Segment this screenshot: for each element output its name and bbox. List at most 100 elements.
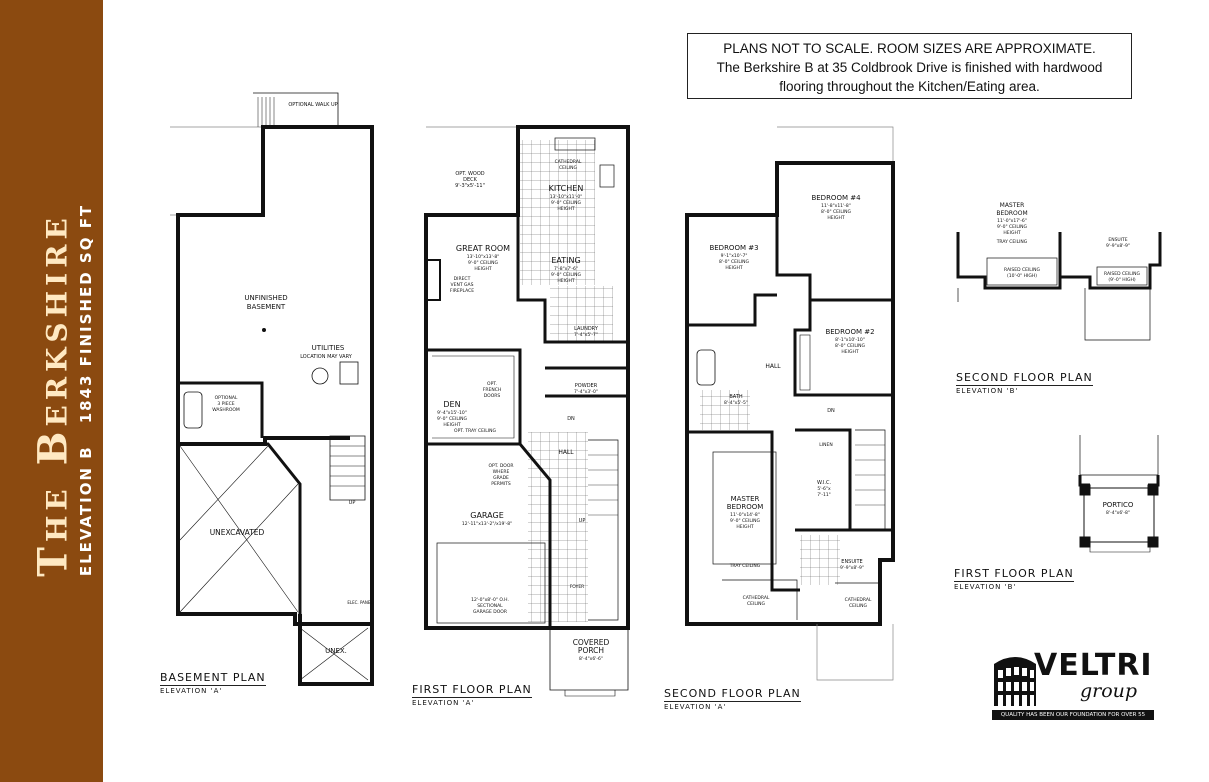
foyer-label: FOYER: [570, 584, 585, 590]
b-ensuite-label-1: ENSUITE: [1108, 237, 1127, 243]
portico-label-1: PORTICO: [1103, 501, 1134, 509]
bedroom2-label-4: HEIGHT: [841, 349, 858, 355]
opt-door-label-1: OPT. DOOR: [488, 463, 513, 469]
bedroom3-label-3: 8'-0" CEILING: [719, 259, 750, 265]
garage-label-2: 12'-11"x13'-2"/x19'-8": [462, 521, 512, 527]
cathedral-a-label-1: CATHEDRAL: [743, 595, 770, 601]
b-ensuite-label-2: 9'-9"x8'-9": [1106, 243, 1130, 249]
wic-label-2: 5'-6"x: [817, 486, 831, 492]
deck-label-2: DECK: [463, 177, 478, 183]
b-raised-label-4: (9'-0" HIGH): [1108, 277, 1135, 283]
cathedral-b-label-2: CEILING: [849, 603, 868, 609]
opt-door-label-3: GRADE: [493, 475, 509, 481]
first-floor-b-caption: FIRST FLOOR PLAN ELEVATION 'B': [954, 562, 1074, 591]
second-hall-label: HALL: [765, 363, 781, 370]
kitchen-label-3: 9'-0" CEILING: [551, 200, 582, 206]
first-floor-caption-title: FIRST FLOOR PLAN: [412, 683, 532, 698]
b-raised-label-1: RAISED CEILING: [1004, 267, 1040, 273]
cathedral-b-label-1: CATHEDRAL: [845, 597, 872, 603]
washroom-label-1: OPTIONAL: [215, 395, 238, 401]
master-label-5: HEIGHT: [736, 524, 753, 530]
second-floor-b-caption: SECOND FLOOR PLAN ELEVATION 'B': [956, 366, 1093, 395]
master-label-1: MASTER: [731, 495, 760, 503]
disclaimer-line-3: flooring throughout the Kitchen/Eating a…: [779, 79, 1040, 94]
second-floor-caption-title: SECOND FLOOR PLAN: [664, 687, 801, 702]
powder-label-2: 7'-4"x3'-0": [574, 389, 598, 395]
basement-labels: OPTIONAL WALK UP UNFINISHED BASEMENT UTI…: [210, 102, 374, 655]
b-raised-label-2: (10'-0" HIGH): [1007, 273, 1037, 279]
first-floor-b-labels: PORTICO 8'-4"x6'-8": [1103, 501, 1134, 516]
b-raised-label-3: RAISED CEILING: [1104, 271, 1140, 277]
master-label-4: 9'-0" CEILING: [730, 518, 761, 524]
linen-label: LINEN: [819, 442, 832, 448]
great-room-label-3: 9'-0" CEILING: [468, 260, 499, 266]
second-floor-caption-elevation: ELEVATION 'A': [664, 703, 727, 711]
bedroom4-label-1: BEDROOM #4: [811, 194, 861, 202]
eating-label-2: 7'-8"x7'-6": [554, 266, 578, 272]
disclaimer-line-1: PLANS NOT TO SCALE. ROOM SIZES ARE APPRO…: [723, 41, 1096, 56]
basement-caption-title: BASEMENT PLAN: [160, 671, 266, 686]
den-label-3: 9'-0" CEILING: [437, 416, 468, 422]
bedroom2-label-1: BEDROOM #2: [825, 328, 874, 336]
garage-door-label-1: 12'-0"x8'-0" O.H.: [471, 597, 509, 603]
veltri-logo: VELTRI group QUALITY HAS BEEN OUR FOUNDA…: [992, 648, 1154, 728]
basement-caption: BASEMENT PLAN ELEVATION 'A': [160, 666, 266, 695]
bedroom2-label-2: 8'-1"x10'-10": [835, 337, 865, 343]
basement-plan: [170, 92, 374, 686]
disclaimer-line-2: The Berkshire B at 35 Coldbrook Drive is…: [716, 60, 1103, 75]
second-floor-b-caption-elevation: ELEVATION 'B': [956, 387, 1019, 395]
wic-label-3: 7'-11": [817, 492, 831, 498]
utilities-label-1: UTILITIES: [312, 344, 345, 352]
b-master-label-1: MASTER: [1000, 202, 1025, 209]
den-label-4: HEIGHT: [443, 422, 460, 428]
logo-group: group: [1080, 680, 1138, 702]
colosseum-icon: [994, 657, 1036, 706]
wic-label-1: W.I.C.: [817, 480, 832, 486]
master-label-3: 11'-0"x14'-8": [730, 512, 760, 518]
second-floor-plan: [685, 126, 895, 681]
b-master-label-2: BEDROOM: [996, 210, 1027, 217]
fireplace-label-2: VENT GAS: [451, 282, 474, 288]
bedroom3-label-2: 9'-1"x10'-7": [721, 253, 748, 259]
bedroom4-label-3: 8'-0" CEILING: [821, 209, 852, 215]
disclaimer-box: PLANS NOT TO SCALE. ROOM SIZES ARE APPRO…: [687, 33, 1132, 99]
opt-door-label-2: WHERE: [493, 469, 510, 475]
deck-label-1: OPT. WOOD: [455, 171, 484, 177]
great-room-label-2: 13'-10"x13'-8": [467, 254, 500, 260]
unfinished-label-2: BASEMENT: [247, 303, 286, 311]
first-dn-label: DN: [567, 416, 575, 422]
porch-label-2: PORCH: [578, 646, 604, 655]
basement-caption-elevation: ELEVATION 'A': [160, 687, 223, 695]
washroom-label-2: 3 PIECE: [217, 401, 234, 407]
first-floor-b-caption-elevation: ELEVATION 'B': [954, 583, 1017, 591]
master-tray-label: TRAY CEILING: [729, 563, 761, 569]
great-room-label-4: HEIGHT: [474, 266, 491, 272]
first-floor-labels: OPT. WOOD DECK 9'-3"x5'-11" CATHEDRAL CE…: [437, 159, 610, 662]
bath-label-2: 8'-4"x5'-5": [724, 400, 748, 406]
utilities-label-2: LOCATION MAY VARY: [300, 354, 353, 360]
first-floor-caption: FIRST FLOOR PLAN ELEVATION 'A': [412, 678, 532, 707]
bedroom3-label-4: HEIGHT: [725, 265, 742, 271]
b-master-label-5: HEIGHT: [1003, 230, 1020, 236]
second-floor-labels: BEDROOM #4 11'-8"x11'-8" 8'-0" CEILING H…: [709, 194, 874, 609]
basement-up-label: UP: [349, 500, 356, 506]
first-floor-caption-elevation: ELEVATION 'A': [412, 699, 475, 707]
second-floor-caption: SECOND FLOOR PLAN ELEVATION 'A': [664, 682, 801, 711]
second-dn-label: DN: [827, 408, 835, 414]
ensuite-label-1: ENSUITE: [841, 559, 862, 565]
first-up-label: UP: [579, 518, 586, 524]
den-label-1: DEN: [443, 400, 460, 409]
eating-label-1: EATING: [551, 256, 580, 265]
panel-label: ELEC. PANEL: [347, 600, 373, 605]
laundry-label-2: 7'-4"x5'-7": [574, 332, 598, 338]
cathedral-label-2: CEILING: [559, 165, 578, 171]
porch-label-1: COVERED: [573, 638, 610, 647]
second-floor-b-labels: MASTER BEDROOM 11'-0"x17'-6" 9'-0" CEILI…: [996, 202, 1141, 283]
fireplace-label-1: DIRECT: [454, 276, 471, 282]
bedroom4-label-2: 11'-8"x11'-8": [821, 203, 851, 209]
b-master-label-3: 11'-0"x17'-6": [997, 218, 1027, 224]
unfinished-label-1: UNFINISHED: [244, 294, 287, 302]
kitchen-label-4: HEIGHT: [557, 206, 574, 212]
unexcavated-label: UNEXCAVATED: [210, 528, 265, 537]
second-floor-b-caption-title: SECOND FLOOR PLAN: [956, 371, 1093, 386]
